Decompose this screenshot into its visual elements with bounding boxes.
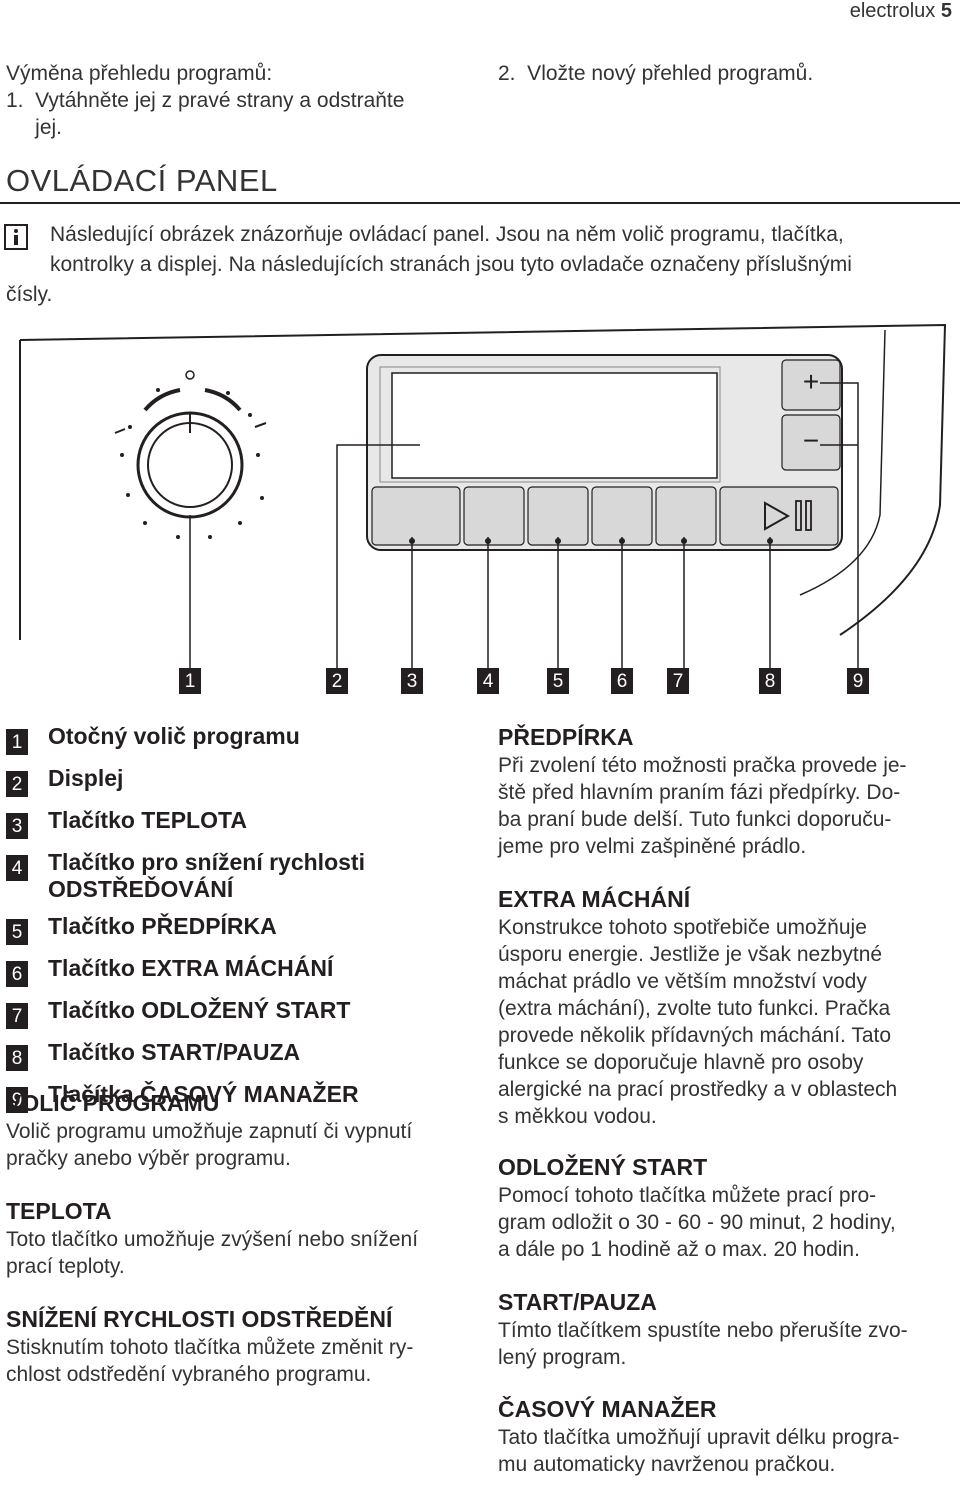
legend-number: 2 <box>6 771 28 797</box>
section-line: pračky anebo výběr programu. <box>6 1147 291 1170</box>
section-line: Při zvolení této možnosti pračka provede… <box>498 754 907 777</box>
section-delay-start: ODLOŽENÝ START Pomocí tohoto tlačítka mů… <box>498 1152 954 1263</box>
legend-label: Tlačítko EXTRA MÁCHÁNÍ <box>48 955 334 981</box>
section-heading: SNÍŽENÍ RYCHLOSTI ODSTŘEDĚNÍ <box>6 1306 393 1332</box>
legend-number: 4 <box>6 855 28 881</box>
section-prewash: PŘEDPÍRKA Při zvolení této možnosti prač… <box>498 722 954 860</box>
plus-icon: + <box>803 366 819 397</box>
page-number: 5 <box>940 0 952 22</box>
section-line: Tato tlačítka umožňují upravit délku pro… <box>498 1426 900 1449</box>
section-line: Volič programu umožňuje zapnutí či vypnu… <box>6 1120 413 1143</box>
section-line: ště před hlavním praním fázi předpírky. … <box>498 781 901 804</box>
section-line: máchat prádlo ve větším množství vody <box>498 970 867 993</box>
callout-7: 7 <box>667 668 689 694</box>
info-icon <box>4 224 28 250</box>
legend-number: 9 <box>6 1087 28 1113</box>
section-line: s měkkou vodou. <box>498 1105 657 1128</box>
legend-label: Tlačítka ČASOVÝ MANAŽER <box>48 1081 359 1107</box>
section-extra-rinse: EXTRA MÁCHÁNÍ Konstrukce tohoto spotřebi… <box>498 884 954 1130</box>
section-line: provede několik přídavných máchání. Tato <box>498 1024 892 1047</box>
section-heading: EXTRA MÁCHÁNÍ <box>498 886 691 912</box>
section-temperature: TEPLOTA Toto tlačítko umožňuje zvýšení n… <box>6 1196 476 1280</box>
note-line-1: Následující obrázek znázorňuje ovládací … <box>50 223 844 246</box>
legend-label: Tlačítko TEPLOTA <box>48 807 247 833</box>
play-pause-icon <box>764 500 812 531</box>
section-heading: TEPLOTA <box>6 1198 112 1224</box>
section-line: gram odložit o 30 - 60 - 90 minut, 2 hod… <box>498 1211 896 1234</box>
section-start-pause: START/PAUZA Tímto tlačítkem spustíte neb… <box>498 1287 954 1371</box>
display-housing: + − <box>366 354 843 551</box>
brand-name: electrolux <box>849 0 936 22</box>
legend-number: 8 <box>6 1045 28 1071</box>
legend-number: 1 <box>6 729 28 755</box>
legend-item: 5 Tlačítko PŘEDPÍRKA <box>6 913 466 945</box>
section-line: Toto tlačítko umožňuje zvýšení nebo sníž… <box>6 1228 419 1251</box>
section-line: Stisknutím tohoto tlačítka můžete změnit… <box>6 1336 414 1359</box>
callout-1: 1 <box>179 668 201 694</box>
section-heading: ODLOŽENÝ START <box>498 1154 708 1180</box>
section-title: OVLÁDACÍ PANEL <box>6 163 278 198</box>
minus-icon: − <box>803 425 819 456</box>
legend-item: 9 Tlačítka ČASOVÝ MANAŽER <box>6 1081 466 1113</box>
section-spin-reduction: SNÍŽENÍ RYCHLOSTI ODSTŘEDĚNÍ Stisknutím … <box>6 1304 476 1388</box>
section-line: jeme pro velmi zašpiněné prádlo. <box>498 835 807 858</box>
legend-item: 6 Tlačítko EXTRA MÁCHÁNÍ <box>6 955 466 987</box>
legend-number: 7 <box>6 1003 28 1029</box>
section-line: Tímto tlačítkem spustíte nebo přerušíte … <box>498 1319 908 1342</box>
section-time-manager: ČASOVÝ MANAŽER Tato tlačítka umožňují up… <box>498 1394 954 1478</box>
section-heading: PŘEDPÍRKA <box>498 724 634 750</box>
control-panel-diagram: + − <box>0 315 960 700</box>
section-line: úsporu energie. Jestliže je však nezbytn… <box>498 943 883 966</box>
legend-item: 4 Tlačítko pro snížení rychlosti ODSTŘEĎ… <box>6 849 466 903</box>
legend-label: Displej <box>48 765 124 791</box>
legend-item: 8 Tlačítko START/PAUZA <box>6 1039 466 1071</box>
section-line: (extra máchání), zvolte tuto funkci. Pra… <box>498 997 891 1020</box>
legend-label: Otočný volič programu <box>48 723 300 749</box>
section-program-selector: VOLIČ PROGRAMU Volič programu umožňuje z… <box>6 1088 476 1172</box>
section-line: funkce se doporučuje hlavně pro osoby <box>498 1051 864 1074</box>
intro-left-line-1: Výměna přehledu programů: <box>6 62 273 85</box>
callout-5: 5 <box>547 668 569 694</box>
intro-left-line-2: 1. Vytáhněte jej z pravé strany a odstra… <box>6 89 405 112</box>
section-line: prací teploty. <box>6 1255 125 1278</box>
callout-3: 3 <box>401 668 423 694</box>
legend-item: 1 Otočný volič programu <box>6 723 466 755</box>
legend-label: Tlačítko ODLOŽENÝ START <box>48 997 351 1023</box>
section-divider <box>0 202 960 204</box>
section-line: a dále po 1 hodině až o max. 20 hodin. <box>498 1238 860 1261</box>
legend-label: Tlačítko pro snížení rychlosti ODSTŘEĎOV… <box>48 849 365 902</box>
legend-item: 2 Displej <box>6 765 466 797</box>
legend-item: 3 Tlačítko TEPLOTA <box>6 807 466 839</box>
section-line: ba praní bude delší. Tuto funkci doporuč… <box>498 808 892 831</box>
section-line: alergické na prací prostředky a v oblast… <box>498 1078 898 1101</box>
section-line: chlost odstředění vybraného programu. <box>6 1363 372 1386</box>
callout-2: 2 <box>326 668 348 694</box>
callout-4: 4 <box>477 668 499 694</box>
legend-number: 5 <box>6 919 28 945</box>
callout-6: 6 <box>611 668 633 694</box>
intro-left-line-3: jej. <box>6 116 63 139</box>
note-line-2: kontrolky a displej. Na následujících st… <box>50 253 852 276</box>
section-line: mu automaticky navrženou pračkou. <box>498 1453 836 1476</box>
callout-9: 9 <box>847 668 869 694</box>
legend-label: Tlačítko START/PAUZA <box>48 1039 301 1065</box>
section-heading: VOLIČ PROGRAMU <box>6 1090 220 1116</box>
note-text: Následující obrázek znázorňuje ovládací … <box>50 220 950 280</box>
callout-8: 8 <box>759 668 781 694</box>
section-heading: START/PAUZA <box>498 1289 657 1315</box>
section-heading: ČASOVÝ MANAŽER <box>498 1396 717 1422</box>
program-dial-icon <box>114 370 267 539</box>
section-line: Pomocí tohoto tlačítka můžete prací pro- <box>498 1184 877 1207</box>
legend-number: 6 <box>6 961 28 987</box>
legend-label: Tlačítko PŘEDPÍRKA <box>48 913 277 939</box>
note-line-3: čísly. <box>6 283 53 306</box>
intro-right-line: 2. Vložte nový přehled programů. <box>498 62 814 85</box>
section-line: lený program. <box>498 1346 627 1369</box>
page-header: electrolux 5 <box>850 0 952 23</box>
legend-item: 7 Tlačítko ODLOŽENÝ START <box>6 997 466 1029</box>
control-legend: 1 Otočný volič programu 2 Displej 3 Tlač… <box>6 723 466 1123</box>
section-line: Konstrukce tohoto spotřebiče umožňuje <box>498 916 867 939</box>
callout-leaders <box>189 382 859 670</box>
legend-number: 3 <box>6 813 28 839</box>
